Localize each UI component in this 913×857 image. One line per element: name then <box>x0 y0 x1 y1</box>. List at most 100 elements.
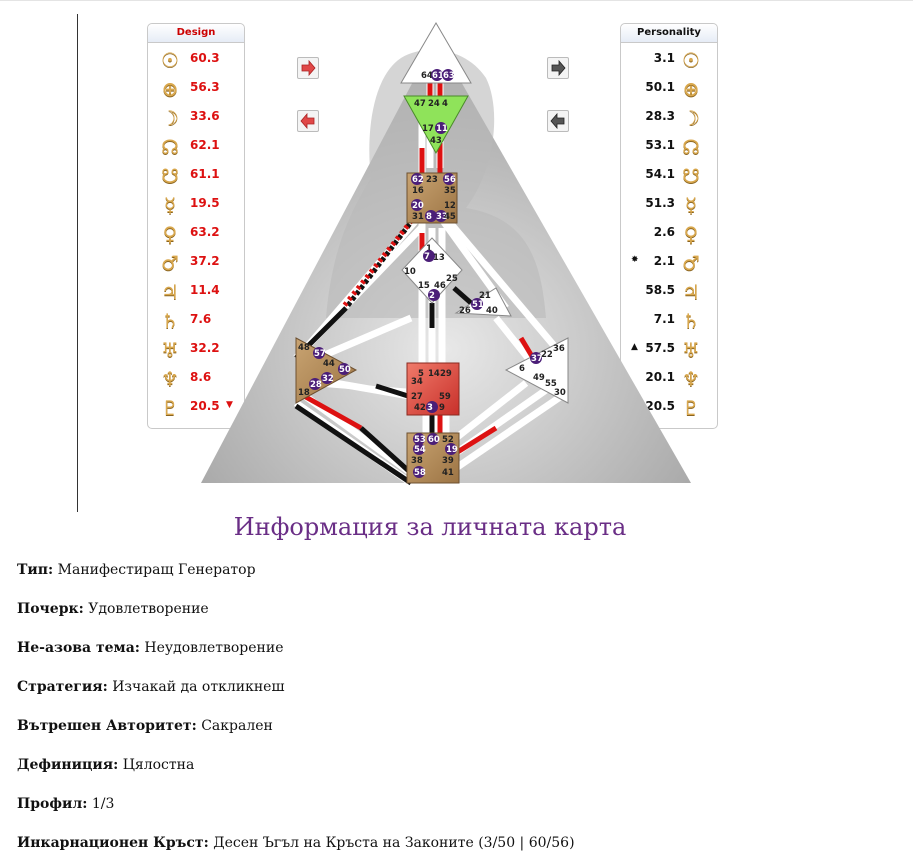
gate-27: 27 <box>411 392 423 402</box>
design-gate-value: 7.6 <box>190 312 212 326</box>
design-row-saturn: ♄7.6 <box>148 307 244 336</box>
info-item: Инкарнационен Кръст: Десен Ъгъл на Кръст… <box>17 835 575 851</box>
gate-32: 32 <box>322 374 334 384</box>
personality-prev-button[interactable] <box>547 110 569 132</box>
design-header: Design <box>148 24 244 43</box>
gate-3: 3 <box>427 403 433 413</box>
personality-gate-value: 57.5 <box>645 341 675 355</box>
gate-34: 34 <box>411 377 423 387</box>
design-gate-value: 8.6 <box>190 370 212 384</box>
gate-active-marker <box>443 173 455 185</box>
moon-icon: ☽ <box>161 106 179 130</box>
info-label: Профил: <box>17 796 88 812</box>
design-prev-button[interactable] <box>297 110 319 132</box>
gate-26: 26 <box>459 306 471 316</box>
personality-row-jupiter: ♃58.5 <box>621 278 717 307</box>
info-item: Профил: 1/3 <box>17 796 114 812</box>
uranus-icon: ♅ <box>161 338 179 362</box>
gate-19: 19 <box>446 445 458 455</box>
info-label: Дефиниция: <box>17 757 119 773</box>
venus-icon: ♀ <box>683 222 699 246</box>
gate-active-marker <box>423 250 435 262</box>
gate-active-marker <box>471 298 483 310</box>
gate-52: 52 <box>442 435 454 445</box>
gate-56: 56 <box>444 175 456 185</box>
personality-row-uranus: ♅57.5▲ <box>621 336 717 365</box>
gate-active-marker <box>445 443 457 455</box>
gate-active-marker <box>309 378 321 390</box>
gate-45: 45 <box>444 212 456 222</box>
design-row-mars: ♂37.2 <box>148 249 244 278</box>
section-title: Информация за личната карта <box>233 513 627 541</box>
north-node-icon: ☊ <box>161 135 179 159</box>
gate-30: 30 <box>554 388 566 398</box>
gate-47: 47 <box>414 99 426 109</box>
personality-row-south-node: ☋ 54.1 <box>621 162 717 191</box>
south-node-icon: ☋ <box>682 164 700 188</box>
gate-active-marker <box>313 347 325 359</box>
gate-active-marker <box>338 363 350 375</box>
design-gate-value: 61.1 <box>190 167 220 181</box>
design-row-south-node: ☋ 61.1 <box>148 162 244 191</box>
gate-active-marker <box>442 69 454 81</box>
gate-16: 16 <box>412 186 424 196</box>
design-row-mercury: ☿19.5 <box>148 191 244 220</box>
south-node-icon: ☋ <box>161 164 179 188</box>
personality-next-button[interactable] <box>547 57 569 79</box>
uranus-icon: ♅ <box>682 338 700 362</box>
gate-active-marker <box>413 433 425 445</box>
gate-9: 9 <box>439 403 445 413</box>
gate-active-marker <box>321 372 333 384</box>
personality-row-neptune: ♆20.1 <box>621 365 717 394</box>
mercury-icon: ☿ <box>684 193 698 217</box>
design-marker: ▼ <box>226 400 233 410</box>
personality-gate-value: 54.1 <box>645 167 675 181</box>
left-divider <box>77 14 78 512</box>
design-gate-value: 60.3 <box>190 51 220 65</box>
gate-31: 31 <box>412 212 424 222</box>
info-value: Сакрален <box>201 718 273 734</box>
info-item: Не-азова тема: Неудовлетворение <box>17 640 284 656</box>
gate-active-marker <box>431 69 443 81</box>
gate-50: 50 <box>339 365 351 375</box>
info-value: Изчакай да откликнеш <box>112 679 285 695</box>
info-value: 1/3 <box>91 796 115 812</box>
gate-15: 15 <box>418 281 430 291</box>
gate-53: 53 <box>414 435 426 445</box>
design-row-pluto: ♇20.5▼ <box>148 394 244 423</box>
personality-gate-value: 58.5 <box>645 283 675 297</box>
design-row-neptune: ♆8.6 <box>148 365 244 394</box>
gate-active-marker <box>428 289 440 301</box>
gate-active-marker <box>427 433 439 445</box>
personality-gate-value: 51.3 <box>645 196 675 210</box>
gate-13: 13 <box>433 253 445 263</box>
design-next-button[interactable] <box>297 57 319 79</box>
gate-6: 6 <box>519 364 525 374</box>
personality-gate-value: 20.1 <box>645 370 675 384</box>
gate-14: 14 <box>428 369 440 379</box>
gate-active-marker <box>413 466 425 478</box>
gate-48: 48 <box>298 343 310 353</box>
info-value: Манифестиращ Генератор <box>57 562 256 578</box>
gate-49: 49 <box>533 373 545 383</box>
personality-gate-value: 20.5 <box>645 399 675 413</box>
gate-17: 17 <box>422 124 434 134</box>
personality-row-mercury: ☿ 51.3 <box>621 191 717 220</box>
gate-25: 25 <box>446 274 458 284</box>
design-gate-value: 20.5 <box>190 399 220 413</box>
personality-gate-value: 3.1 <box>653 51 675 65</box>
design-row-north-node: ☊62.1 <box>148 133 244 162</box>
earth-icon: ⊕ <box>161 77 179 101</box>
head-center <box>400 22 472 84</box>
gate-23: 23 <box>426 175 438 185</box>
info-item: Почерк: Удовлетворение <box>17 601 209 617</box>
info-value: Десен Ъгъл на Кръста на Законите (3/50 |… <box>213 835 575 851</box>
info-label: Инкарнационен Кръст: <box>17 835 209 851</box>
gate-58: 58 <box>414 468 426 478</box>
design-gate-value: 37.2 <box>190 254 220 268</box>
personality-gate-value: 50.1 <box>645 80 675 94</box>
gate-active-marker <box>530 352 542 364</box>
venus-icon: ♀ <box>162 222 178 246</box>
gate-35: 35 <box>444 186 456 196</box>
